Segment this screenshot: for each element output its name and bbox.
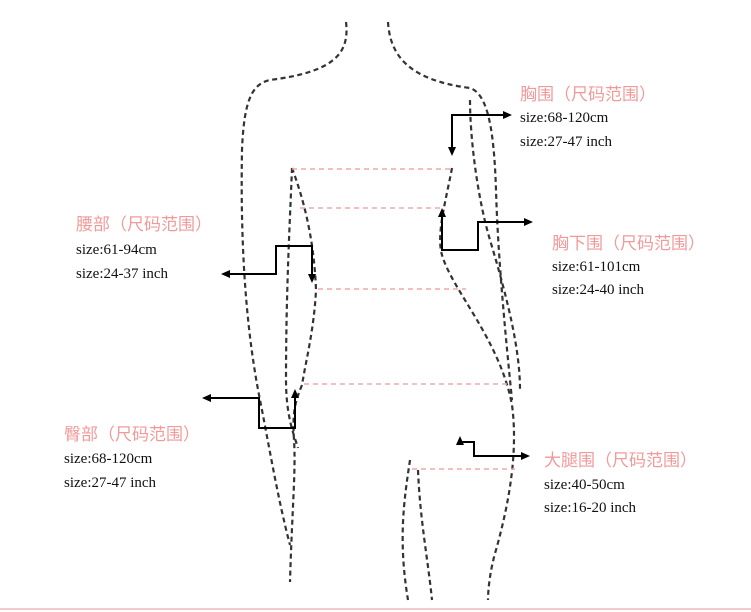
thigh-arrowhead-up <box>456 436 464 445</box>
thigh-size-cm: size:40-50cm <box>544 477 625 493</box>
measurement-lines <box>292 168 515 470</box>
underbust-title: 胸下围（尺码范围） <box>552 234 705 254</box>
thigh-arrowhead-right <box>521 452 530 460</box>
thigh-size-inch: size:16-20 inch <box>544 500 637 516</box>
hip-size-cm: size:68-120cm <box>64 451 153 467</box>
waist-arrowhead-left <box>221 270 230 278</box>
underbust-arrowhead-right <box>524 218 533 226</box>
waist-size-inch: size:24-37 inch <box>76 266 169 282</box>
hip-arrowhead-up <box>291 389 299 398</box>
left-torso-outline <box>284 167 300 449</box>
waist-size-cm: size:61-94cm <box>76 242 157 258</box>
waist-title: 腰部（尺码范围） <box>76 215 212 235</box>
chest-arrowhead-down <box>448 147 456 156</box>
pointer-arrows <box>202 111 533 460</box>
body-silhouette <box>240 21 522 601</box>
hip-size-inch: size:27-47 inch <box>64 475 157 491</box>
right-neck-shoulder-outline <box>386 21 514 401</box>
left-neck-shoulder-outline <box>240 21 348 546</box>
chest-title: 胸围（尺码范围） <box>520 85 656 105</box>
waist-arrowhead-down <box>308 274 316 283</box>
left-inner-arm-outline <box>288 167 318 583</box>
hip-arrow <box>210 396 296 429</box>
chest-size-cm: size:68-120cm <box>520 110 609 126</box>
hip-arrowhead-left <box>202 394 211 402</box>
thigh-arrow <box>460 441 522 457</box>
chest-arrowhead-right <box>503 111 512 119</box>
chest-size-inch: size:27-47 inch <box>520 134 613 150</box>
inner-leg-outline-2 <box>416 469 434 601</box>
waist-arrow <box>229 245 313 276</box>
underbust-arrowhead-up <box>438 208 446 217</box>
underbust-size-cm: size:61-101cm <box>552 259 641 275</box>
right-arm-inner-outline <box>468 99 522 391</box>
underbust-arrow <box>441 215 526 251</box>
underbust-size-inch: size:24-40 inch <box>552 282 645 298</box>
thigh-title: 大腿围（尺码范围） <box>544 451 697 471</box>
right-torso-outline <box>439 167 516 601</box>
chest-arrow <box>451 114 505 149</box>
hip-title: 臀部（尺码范围） <box>64 425 200 445</box>
inner-leg-outline <box>401 459 412 601</box>
